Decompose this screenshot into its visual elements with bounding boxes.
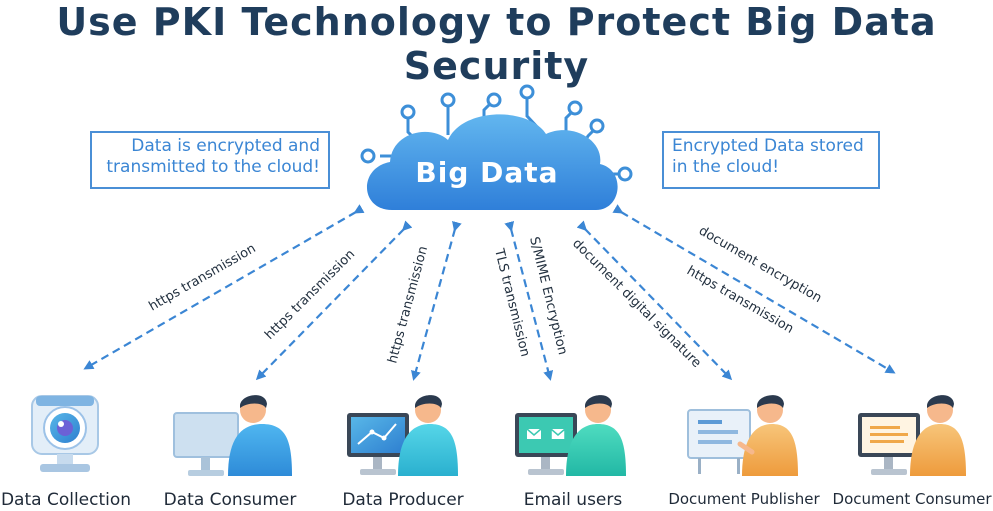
- person-monitor-icon: [173, 395, 292, 476]
- big-data-cloud: Big Data: [366, 114, 618, 210]
- edge-line-5: [576, 220, 733, 381]
- edge-label-6: document digital signature: [569, 236, 704, 371]
- callout-left: Data is encrypted and transmitted to the…: [90, 131, 330, 189]
- edge-label-3: https transmission: [385, 245, 431, 365]
- node-label-data-collection: Data Collection: [0, 490, 132, 510]
- node-label-document-consumer: Document Consumer: [832, 490, 992, 508]
- camera-icon: [31, 395, 99, 472]
- callout-right: Encrypted Data stored in the cloud!: [662, 131, 880, 189]
- edge-label-5: S/MIME Encryption: [526, 235, 570, 356]
- person-document-monitor-icon: [858, 395, 966, 476]
- callout-left-line1: Data is encrypted and: [131, 136, 320, 156]
- edge-line-2: [255, 220, 413, 381]
- page-title: Use PKI Technology to Protect Big Data S…: [56, 0, 937, 88]
- node-label-data-consumer: Data Consumer: [163, 490, 297, 510]
- callout-left-line2: transmitted to the cloud!: [106, 157, 320, 177]
- cloud-circuit-icon: [360, 84, 633, 182]
- cloud-label: Big Data: [415, 156, 558, 189]
- person-chart-monitor-icon: [347, 395, 458, 476]
- node-label-email-users: Email users: [523, 490, 623, 510]
- person-email-monitor-icon: [515, 395, 626, 476]
- edge-line-6: [612, 204, 896, 374]
- node-label-document-publisher: Document Publisher: [668, 490, 820, 508]
- edge-label-4: TLS transmission: [491, 246, 533, 358]
- callout-right-line1: Encrypted Data stored: [672, 136, 864, 156]
- callout-right-line2: in the cloud!: [672, 157, 780, 177]
- person-document-board-icon: [687, 395, 798, 476]
- edge-label-2: https transmission: [262, 247, 358, 343]
- node-label-data-producer: Data Producer: [342, 490, 464, 510]
